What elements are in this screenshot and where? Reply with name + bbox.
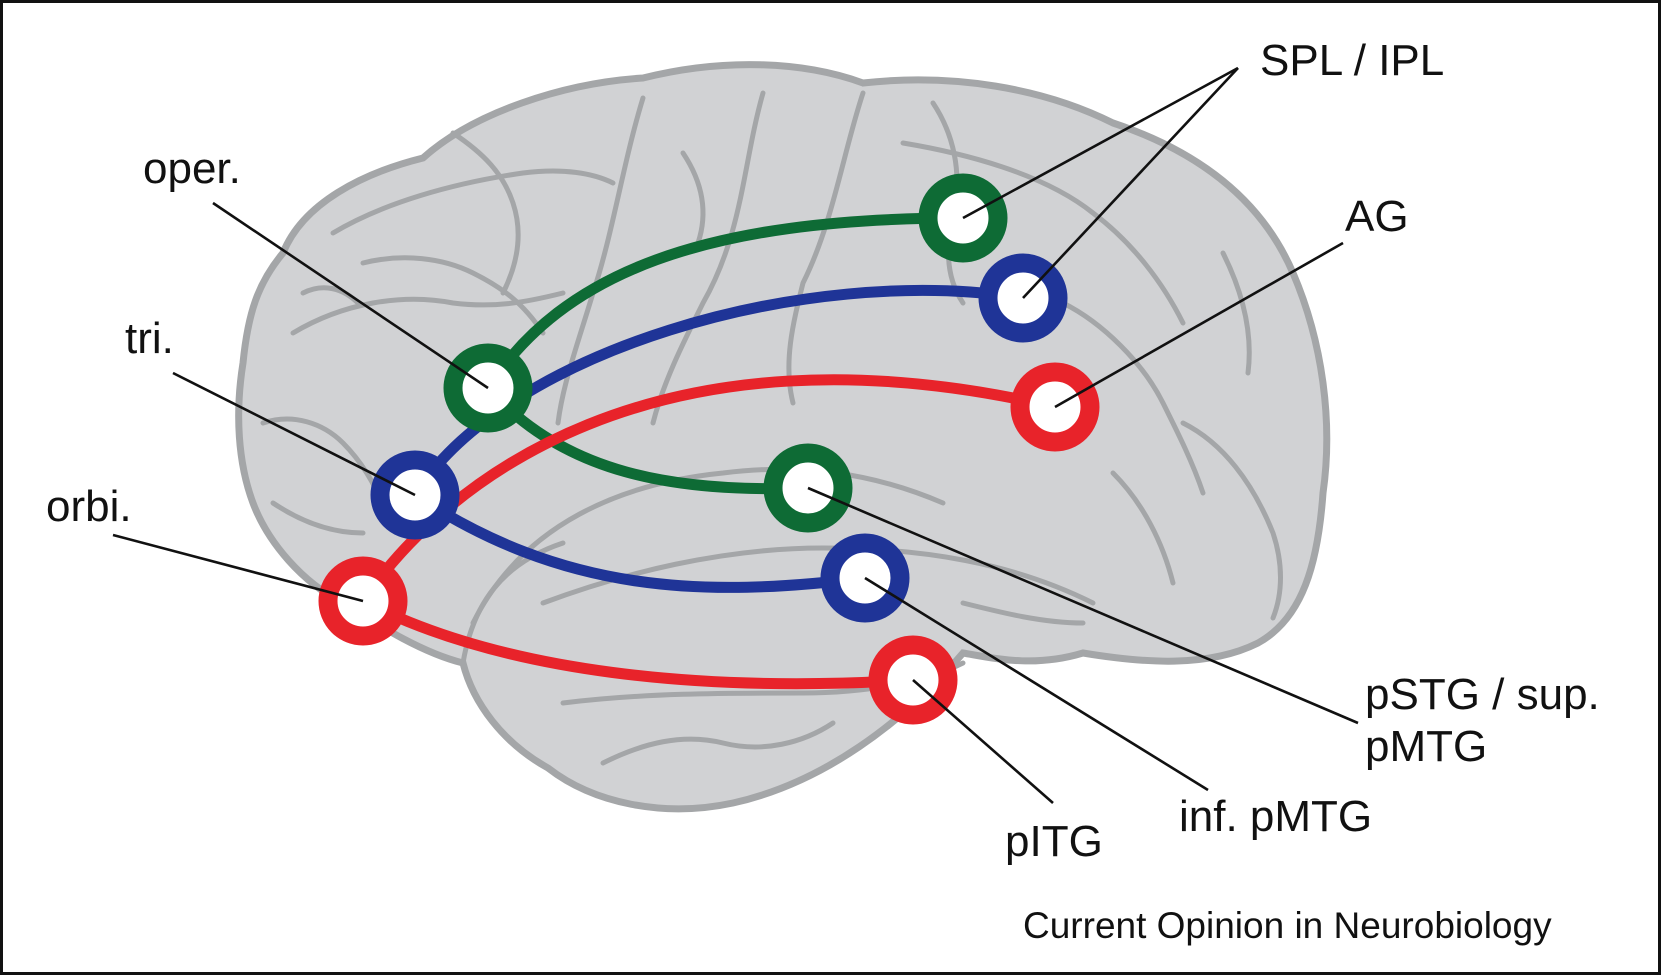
brain-outline xyxy=(235,61,1331,813)
inferior-frontal-sulcus xyxy=(290,290,566,336)
tract-tri-spl-ipl xyxy=(409,284,1029,501)
middle-frontal-fold xyxy=(360,255,546,336)
label-pitg: pITG xyxy=(1005,817,1103,866)
label-tri: tri. xyxy=(125,314,174,363)
journal-credit: Current Opinion in Neurobiology xyxy=(1023,905,1552,946)
brain-illustration xyxy=(235,61,1331,813)
occipital-sulcus xyxy=(1180,420,1283,621)
label-orbi: orbi. xyxy=(46,482,132,531)
leader-inf-pmtg xyxy=(864,576,1209,792)
tract-tri-inf-pmtg xyxy=(409,489,871,593)
leader-oper xyxy=(212,201,489,390)
leader-tri xyxy=(172,371,416,497)
label-inf-pmtg: inf. pMTG xyxy=(1179,792,1372,841)
leader-orbi xyxy=(112,533,364,603)
region-labels: oper. tri. orbi. SPL / IPL AG pSTG / sup… xyxy=(46,36,1600,866)
region-nodes xyxy=(318,173,1100,725)
central-sulcus xyxy=(650,90,766,426)
label-spl-ipl: SPL / IPL xyxy=(1260,36,1444,85)
lateral-occipital-fold xyxy=(1110,470,1176,586)
label-pstg-line1: pSTG / sup. xyxy=(1365,670,1600,719)
tract-orbi-ag xyxy=(357,374,1061,607)
tract-orbi-pitg xyxy=(357,595,919,690)
leader-pitg xyxy=(912,679,1054,804)
superior-frontal-fold xyxy=(450,130,521,296)
intraparietal-sulcus xyxy=(900,140,1186,326)
leader-spl-ipl-upper xyxy=(962,66,1239,220)
label-ag: AG xyxy=(1345,192,1409,241)
postcentral-sulcus xyxy=(786,90,866,406)
temporal-fold xyxy=(600,720,836,766)
tract-oper-spl-ipl xyxy=(482,212,969,394)
label-oper: oper. xyxy=(143,144,241,193)
leader-ag xyxy=(1054,241,1344,409)
leader-spl-ipl-lower xyxy=(1022,67,1239,299)
occipital-fold xyxy=(1220,250,1252,376)
leader-lines xyxy=(112,66,1359,804)
precentral-fold xyxy=(680,150,706,246)
angular-fold xyxy=(960,600,1086,626)
leader-pstg xyxy=(807,486,1359,725)
orbital-fold xyxy=(270,500,366,536)
connection-tracts xyxy=(357,212,1061,690)
label-pstg-line2: pMTG xyxy=(1365,722,1487,771)
brain-network-diagram: oper. tri. orbi. SPL / IPL AG pSTG / sup… xyxy=(46,36,1600,946)
parietal-gyrus-fold xyxy=(1060,300,1206,496)
